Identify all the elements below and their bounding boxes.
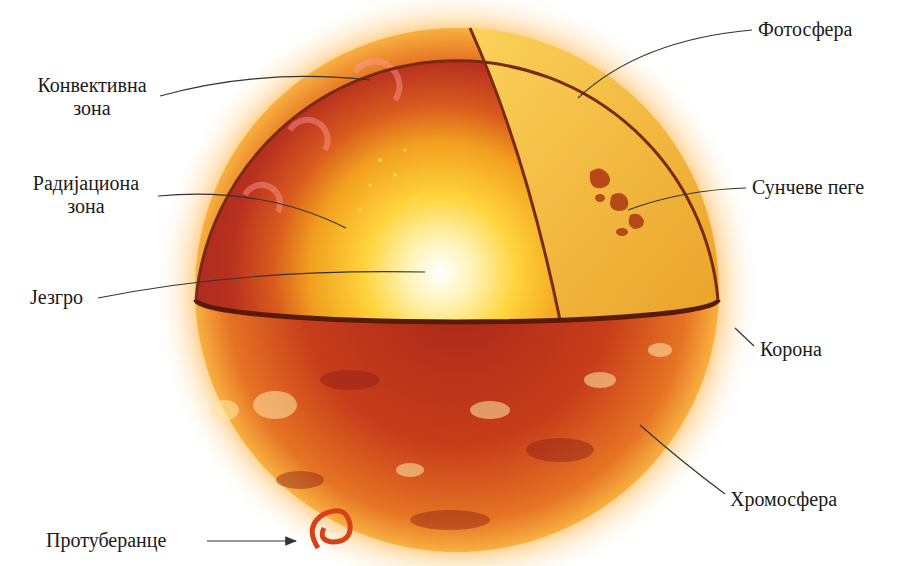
zone-label: Конвективна зона xyxy=(22,74,162,120)
layer-label: Хромосфера xyxy=(730,488,837,511)
corona-label: Корона xyxy=(760,338,822,361)
zone-label: Радијациона зона xyxy=(16,172,156,218)
leader-lines xyxy=(98,30,754,541)
prominence-label: Протуберанце xyxy=(46,529,166,552)
layer-label: Фотосфера xyxy=(758,18,852,41)
core-label: Језгро xyxy=(30,286,83,309)
sunspot-label: Сунчеве пеге xyxy=(752,176,864,199)
